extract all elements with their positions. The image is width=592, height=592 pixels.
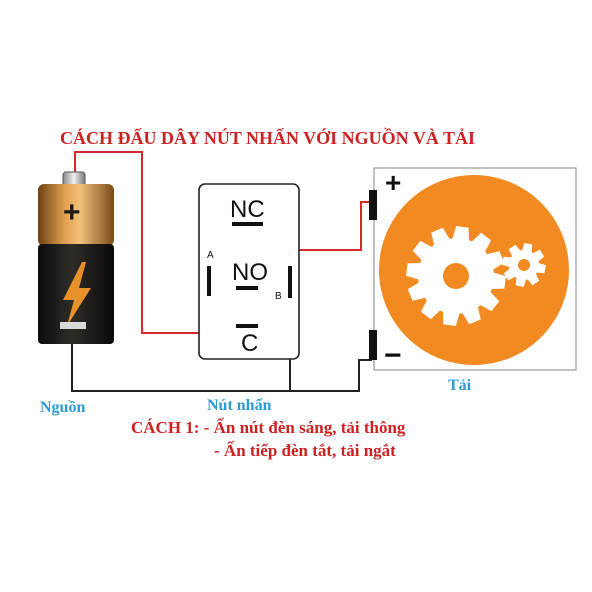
terminal-a-label: A: [207, 250, 214, 261]
load-minus-terminal: [369, 330, 377, 360]
method-line-2: - Ấn tiếp đèn tắt, tải ngắt: [214, 441, 396, 460]
red-wire-battery-to-c: [74, 151, 246, 334]
load: [369, 167, 577, 371]
big-gear-icon: [406, 226, 506, 326]
switch-body: [198, 183, 300, 360]
gearSmall-hole: [518, 259, 530, 271]
push-button-switch: [198, 183, 300, 360]
load-plus-sign: +: [385, 167, 402, 198]
source-label: Nguồn: [40, 399, 86, 416]
battery-cap: [38, 184, 114, 246]
button-label: Nút nhấn: [207, 397, 272, 414]
battery: [38, 171, 114, 344]
gearBig-hole: [443, 263, 469, 289]
load-label: Tải: [448, 377, 472, 394]
load-minus-sign: −: [384, 339, 402, 372]
terminal-nc-label: NC: [230, 196, 265, 223]
small-gear-icon: [502, 243, 546, 287]
battery-minus-mark: [60, 322, 86, 329]
terminal-c-label: C: [241, 330, 259, 357]
load-plus-terminal: [369, 190, 377, 220]
terminal-b-label: B: [275, 291, 282, 302]
battery-nub: [62, 171, 86, 187]
battery-plus-sign: +: [63, 196, 81, 229]
terminal-no-label: NO: [232, 259, 268, 286]
lightning-icon: [63, 262, 91, 326]
method-line-1: CÁCH 1: - Ấn nút đèn sáng, tải thông: [131, 418, 406, 437]
black-wire-battery-to-load: [71, 344, 372, 392]
diagram-title: CÁCH ĐẤU DÂY NÚT NHẤN VỚI NGUỒN VÀ TẢI: [60, 128, 476, 148]
